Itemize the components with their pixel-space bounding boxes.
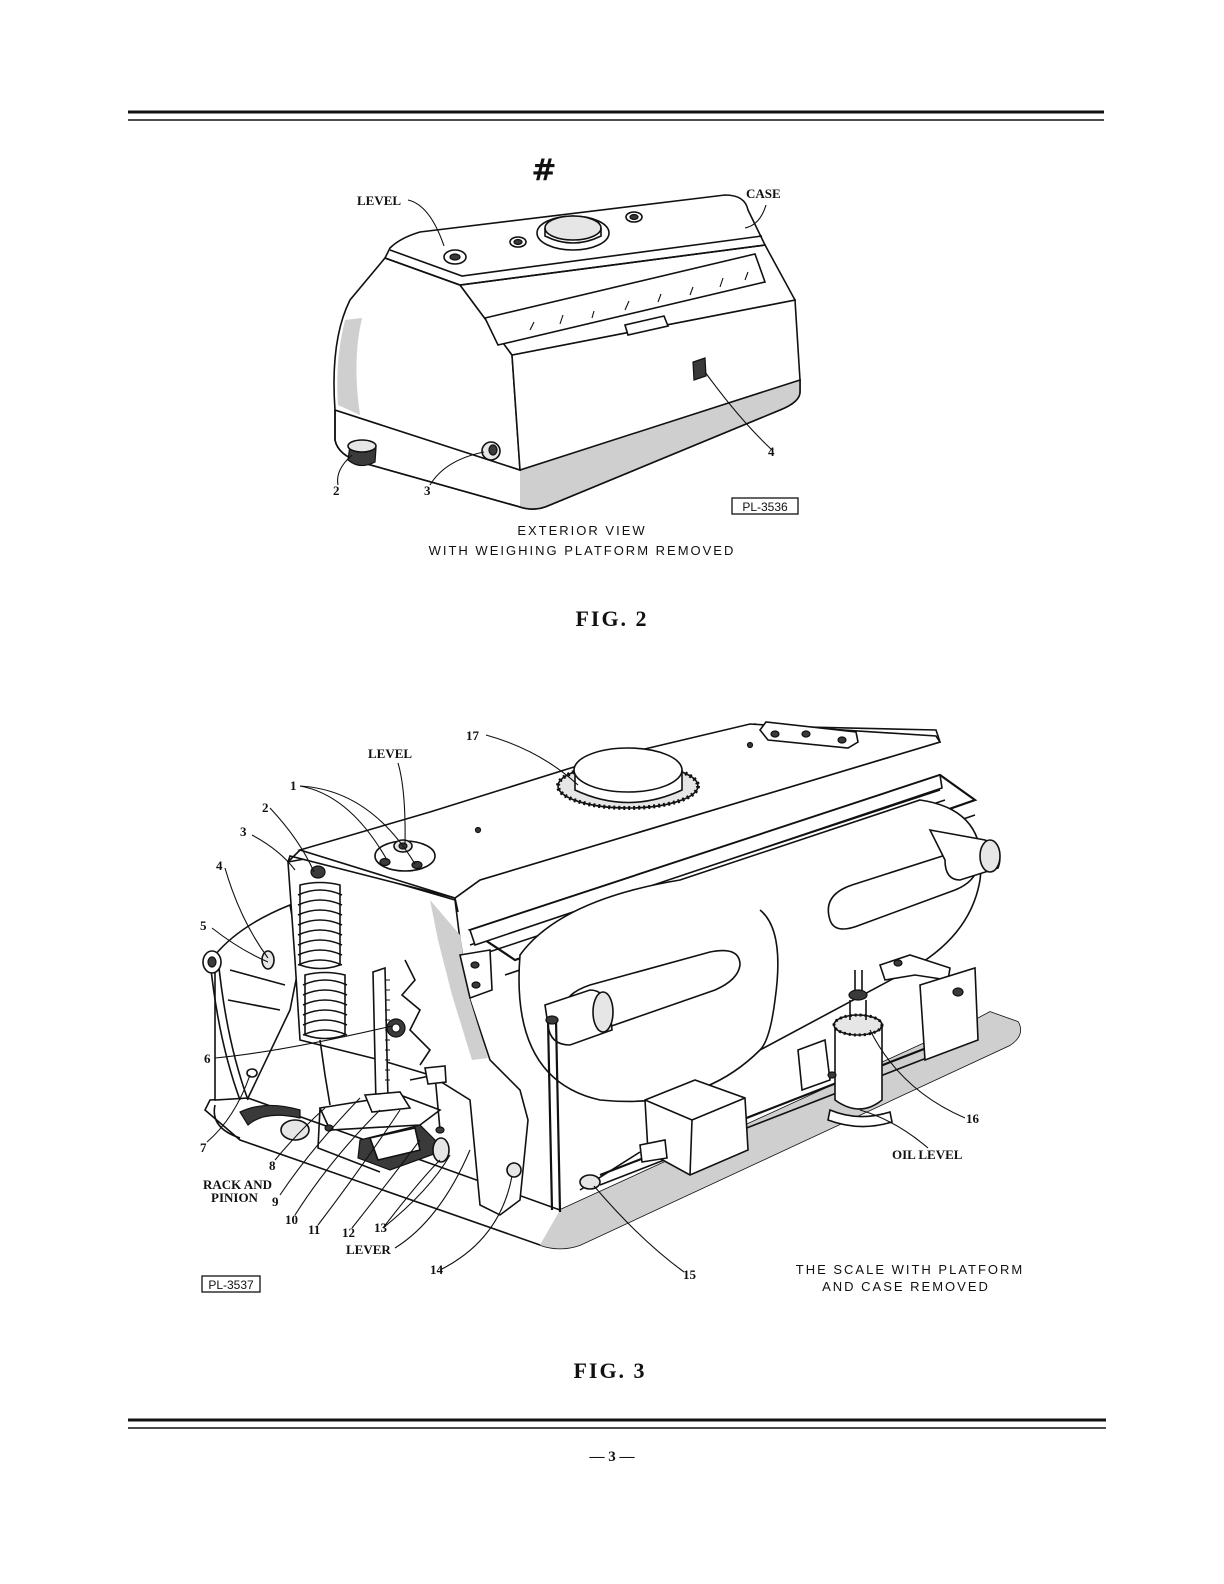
fig3-label-14: 14 — [430, 1262, 444, 1277]
bottom-rule — [128, 1420, 1106, 1428]
fig3-caption-line1: THE SCALE WITH PLATFORM — [796, 1262, 1025, 1277]
fig3-caption-line2: AND CASE REMOVED — [822, 1279, 990, 1294]
fig3-label-pinion: PINION — [211, 1190, 259, 1205]
fig2-plate-code: PL-3536 — [742, 500, 788, 514]
fig2-title: FIG. 2 — [575, 606, 648, 631]
fig2-label-case: CASE — [746, 186, 781, 201]
fig3-label-11: 11 — [308, 1222, 320, 1237]
fig3-label-1: 1 — [290, 778, 297, 793]
fig2-label-3: 3 — [424, 483, 431, 498]
fig2-label-4: 4 — [768, 444, 775, 459]
fig3-label-7: 7 — [200, 1140, 207, 1155]
top-rule — [128, 112, 1104, 120]
fig3-label-15: 15 — [683, 1267, 697, 1282]
fig3-title: FIG. 3 — [573, 1358, 646, 1383]
page-number: — 3 — — [589, 1449, 636, 1465]
fig3-label-level: LEVEL — [368, 746, 412, 761]
fig2-caption-line1: EXTERIOR VIEW — [517, 523, 646, 538]
fig3-label-2: 2 — [262, 800, 269, 815]
fig3-label-9: 9 — [272, 1194, 279, 1209]
fig3-label-10: 10 — [285, 1212, 298, 1227]
fig3-plate-code: PL-3537 — [208, 1278, 254, 1292]
fig3-label-4: 4 — [216, 858, 223, 873]
fig3-label-8: 8 — [269, 1158, 276, 1173]
fig3-label-13: 13 — [374, 1220, 388, 1235]
fig2-label-2: 2 — [333, 483, 340, 498]
fig3-label-lever: LEVER — [346, 1242, 391, 1257]
fig3-label-12: 12 — [342, 1225, 355, 1240]
fig3-label-6: 6 — [204, 1051, 211, 1066]
fig2-label-level: LEVEL — [357, 193, 401, 208]
hash-mark: # — [531, 153, 556, 188]
fig3-label-16: 16 — [966, 1111, 980, 1126]
fig3-label-5: 5 — [200, 918, 207, 933]
figure-2-drawing — [334, 195, 800, 509]
fig2-caption-line2: WITH WEIGHING PLATFORM REMOVED — [429, 543, 736, 558]
fig3-label-3: 3 — [240, 824, 247, 839]
figure-3-drawing — [203, 722, 1020, 1249]
fig3-label-17: 17 — [466, 728, 480, 743]
fig3-label-oil-level: OIL LEVEL — [892, 1147, 963, 1162]
